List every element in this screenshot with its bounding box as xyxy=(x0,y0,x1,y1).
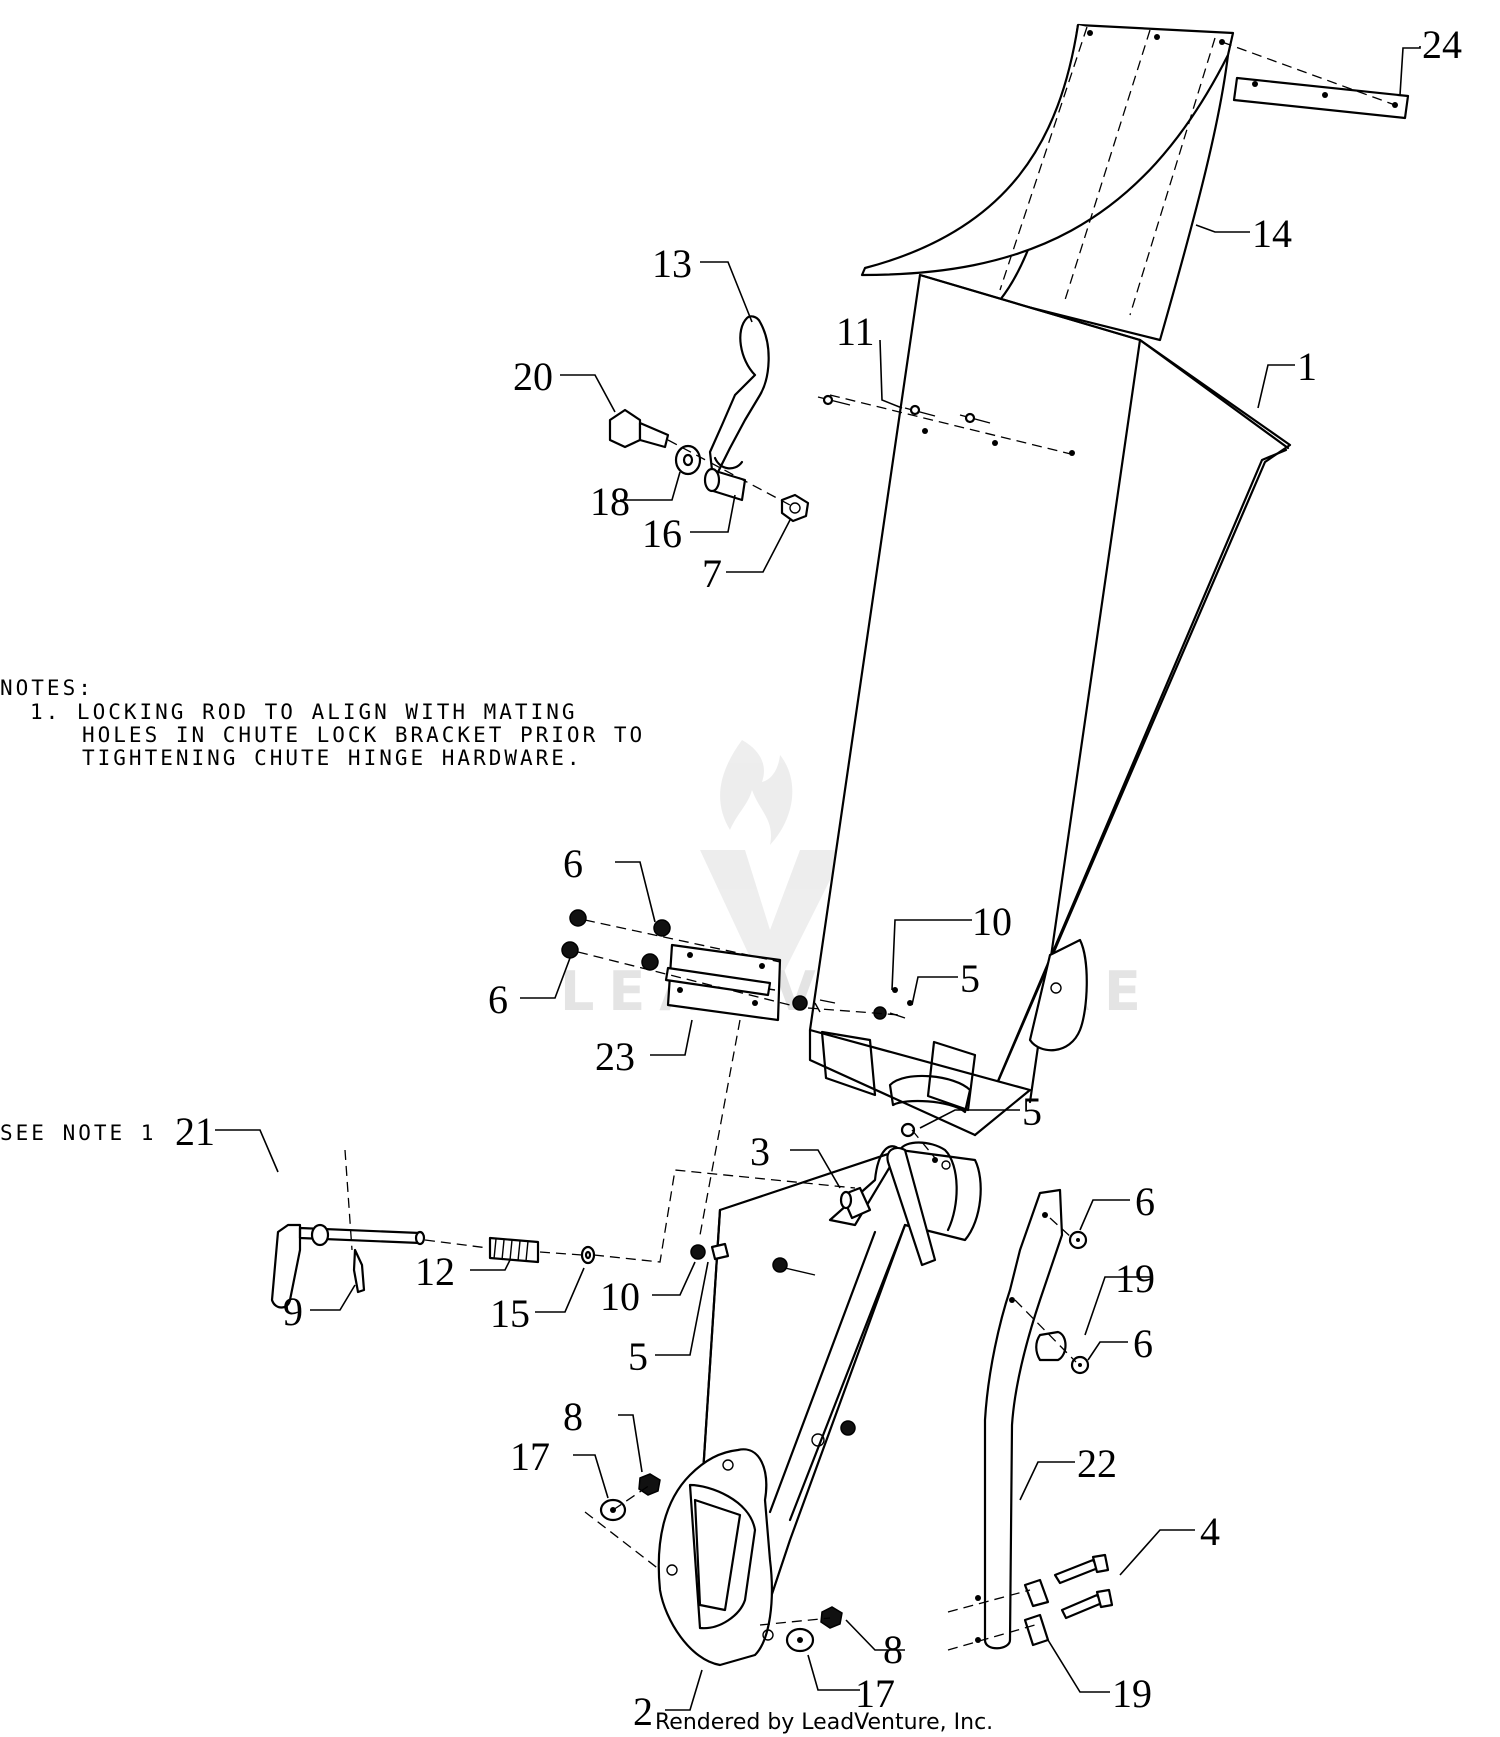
callout-17-upper: 17 xyxy=(510,1434,550,1479)
callout-18: 18 xyxy=(590,479,630,524)
part-6-nuts-hinge xyxy=(561,909,887,1020)
part-18-washer xyxy=(674,444,702,476)
part-22-support-rod xyxy=(975,1188,1064,1650)
part-6-nuts-rod xyxy=(1068,1230,1090,1375)
part-14-deflector xyxy=(860,23,1235,342)
callout-21: 21 xyxy=(175,1109,215,1154)
part-16-bushing xyxy=(703,467,747,502)
callout-14: 14 xyxy=(1252,211,1292,256)
callout-6-hinge-top: 6 xyxy=(563,841,583,886)
part-11-rivets xyxy=(817,394,1076,456)
part-2-lower-bracket xyxy=(657,1141,982,1667)
notes-line-1: 1. LOCKING ROD TO ALIGN WITH MATING xyxy=(30,700,578,724)
part-3-pin xyxy=(839,1186,872,1220)
part-1-upper-chute xyxy=(808,273,1292,1137)
callout-13: 13 xyxy=(652,241,692,286)
part-15-washer xyxy=(580,1245,596,1265)
notes-line-2: HOLES IN CHUTE LOCK BRACKET PRIOR TO xyxy=(82,723,645,747)
part-5-studs xyxy=(710,999,916,1261)
callout-17-lower: 17 xyxy=(855,1671,895,1716)
callout-3: 3 xyxy=(750,1129,770,1174)
part-23-hinge xyxy=(664,943,782,1022)
watermark-logo xyxy=(700,740,845,1000)
see-note-label: SEE NOTE 1 xyxy=(0,1121,156,1145)
footer-credit: Rendered by LeadVenture, Inc. xyxy=(655,1710,993,1735)
callout-5-lower: 5 xyxy=(628,1334,648,1379)
callout-8-lower: 8 xyxy=(883,1627,903,1672)
callout-8-upper: 8 xyxy=(563,1394,583,1439)
notes-heading: NOTES: xyxy=(0,676,94,700)
callout-6-rod-bottom: 6 xyxy=(1133,1321,1153,1366)
part-20-bolt xyxy=(608,408,670,449)
leader-lines xyxy=(215,46,1421,1711)
part-4-bolts xyxy=(1053,1553,1114,1620)
callout-6-rod-top: 6 xyxy=(1135,1179,1155,1224)
callout-6-hinge-bottom: 6 xyxy=(488,977,508,1022)
callout-15: 15 xyxy=(490,1291,530,1336)
callout-11: 11 xyxy=(836,309,875,354)
callout-4: 4 xyxy=(1200,1509,1220,1554)
part-21-locking-rod xyxy=(270,1223,426,1309)
notes-line-3: TIGHTENING CHUTE HINGE HARDWARE. xyxy=(82,746,583,770)
callout-10-upper: 10 xyxy=(972,899,1012,944)
part-8-nuts xyxy=(638,1473,843,1629)
callout-7: 7 xyxy=(702,551,722,596)
callout-20: 20 xyxy=(513,354,553,399)
callout-2: 2 xyxy=(633,1689,653,1734)
callout-5-upper: 5 xyxy=(960,956,980,1001)
callout-24: 24 xyxy=(1422,22,1462,67)
part-19-spacers xyxy=(1023,1330,1067,1647)
callout-16: 16 xyxy=(642,511,682,556)
callout-1: 1 xyxy=(1297,344,1317,389)
part-7-locknut xyxy=(780,493,810,523)
part-24-strip xyxy=(1221,41,1410,120)
part-9-cotter-pin xyxy=(344,1149,366,1294)
callout-19-upper: 19 xyxy=(1115,1256,1155,1301)
callout-19-lower: 19 xyxy=(1112,1671,1152,1716)
callout-22: 22 xyxy=(1077,1441,1117,1486)
callout-23: 23 xyxy=(595,1034,635,1079)
callout-5-middle: 5 xyxy=(1022,1089,1042,1134)
part-12-spring xyxy=(488,1236,540,1264)
callout-9: 9 xyxy=(283,1289,303,1334)
part-10-nuts xyxy=(690,1157,938,1273)
callout-10-lower: 10 xyxy=(600,1274,640,1319)
callout-12: 12 xyxy=(415,1249,455,1294)
part-13-spring-pin xyxy=(708,315,770,474)
